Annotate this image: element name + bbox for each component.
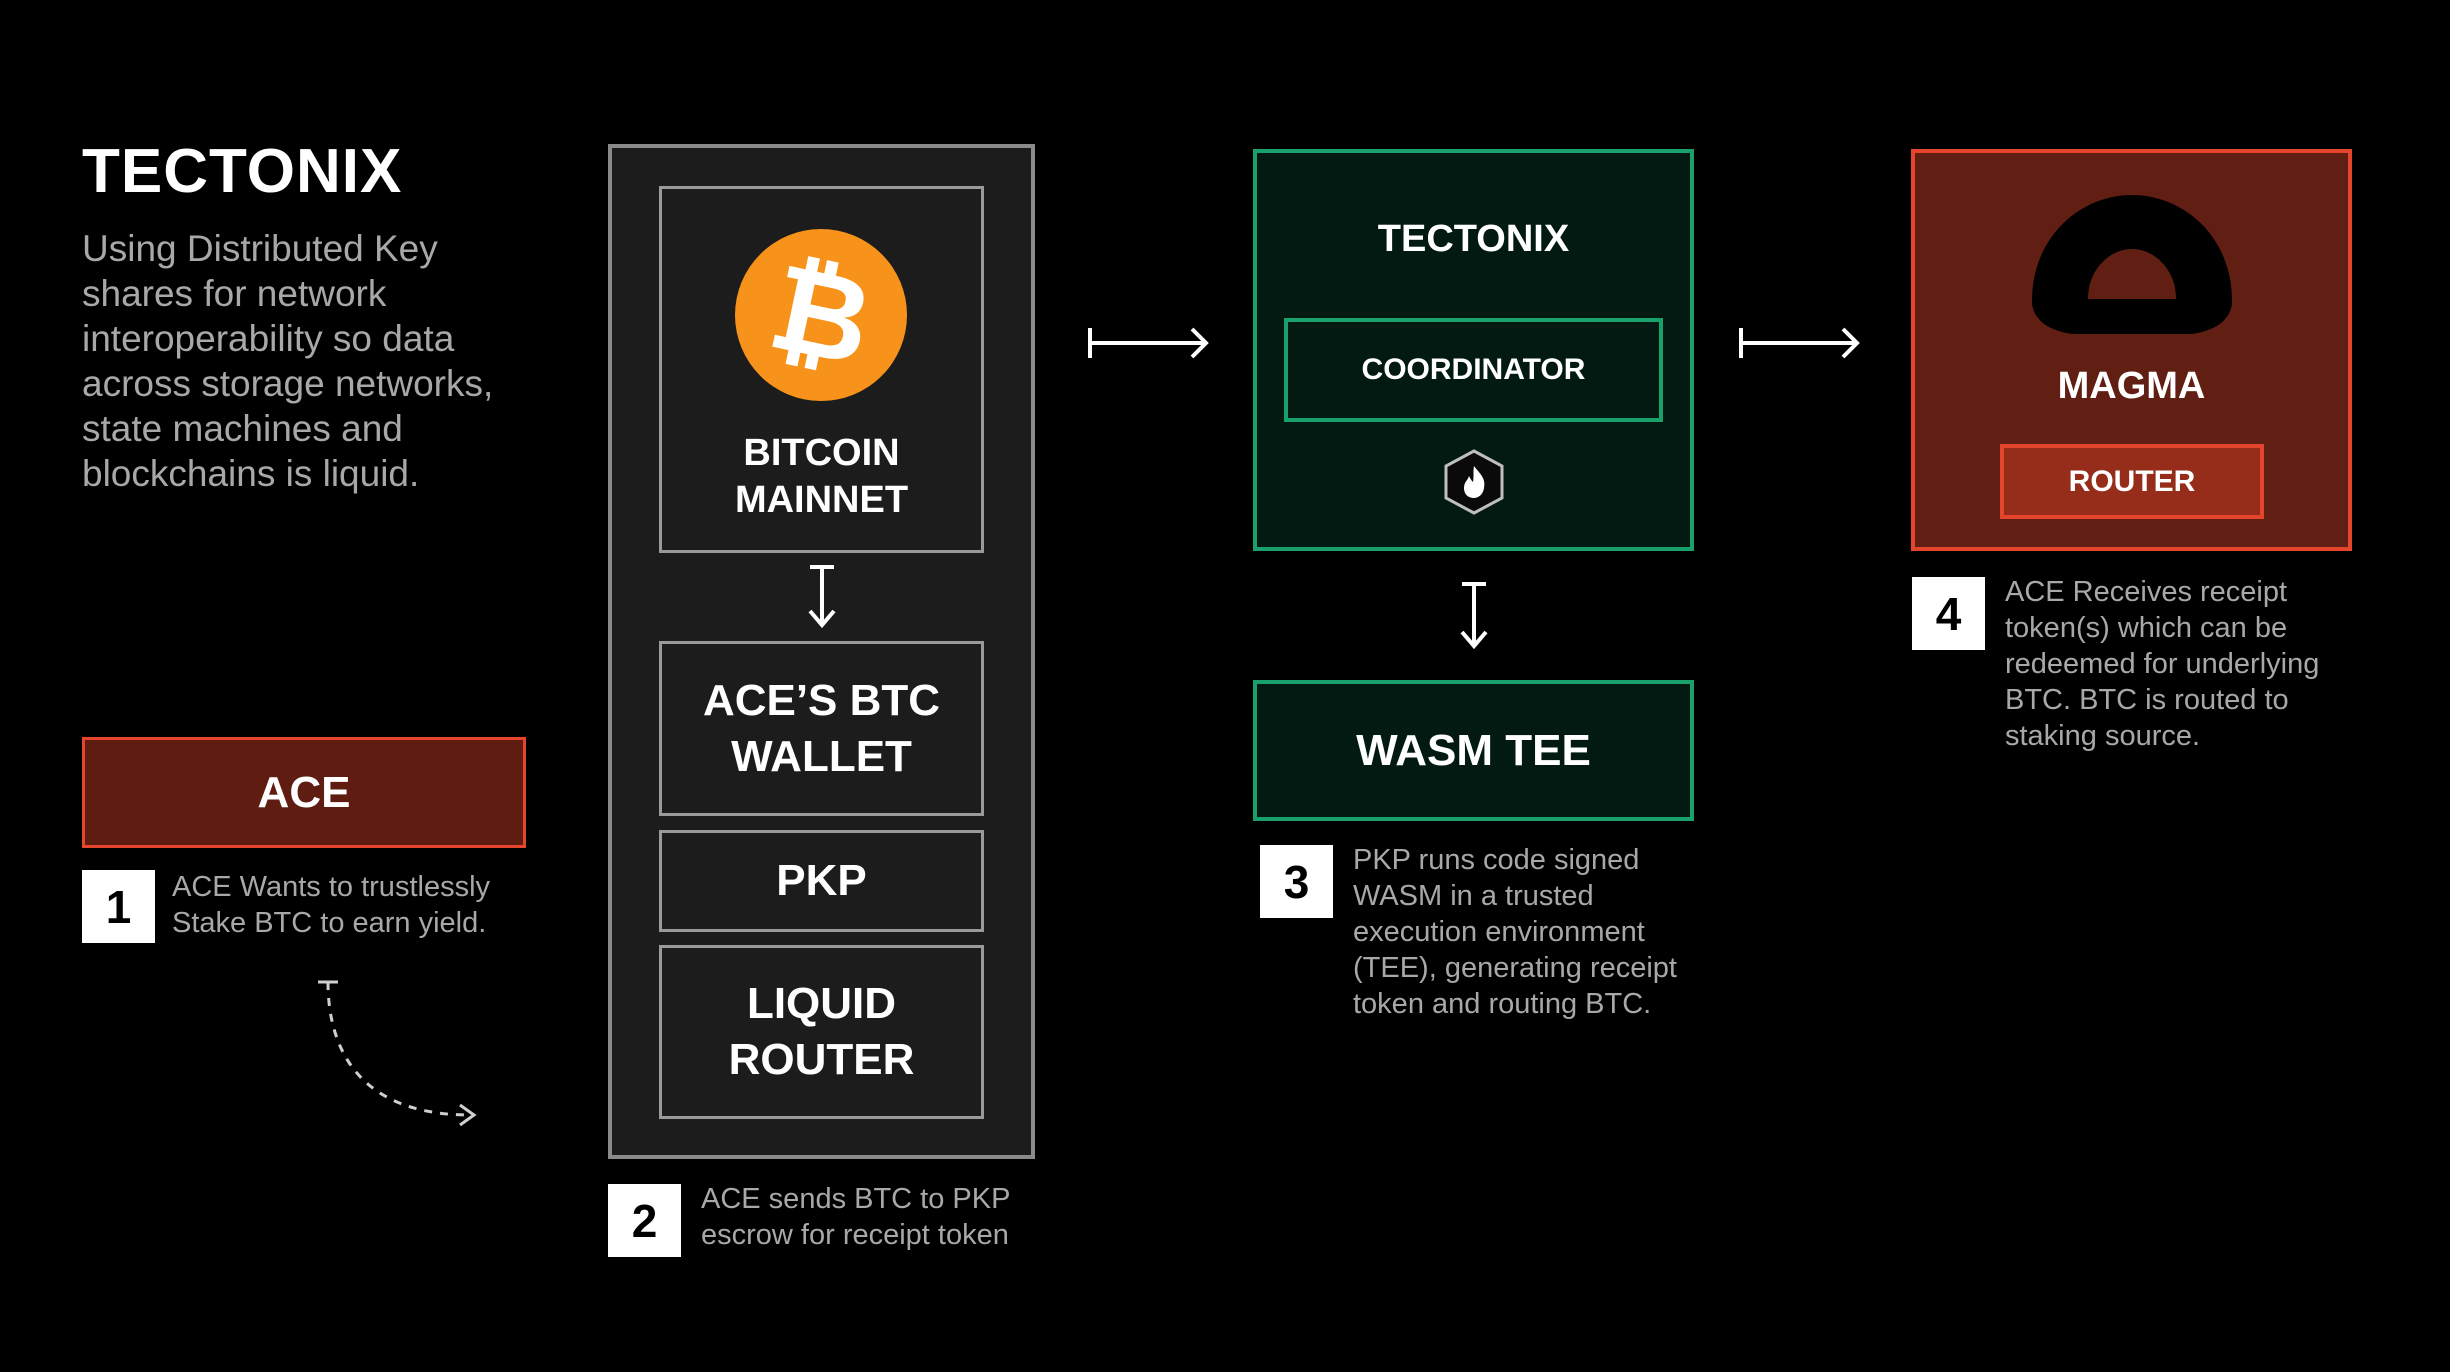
liquid-router-line1: LIQUID [746,979,897,1028]
liquid-router-line2: ROUTER [728,1035,915,1084]
right-arrow-icon [1088,327,1209,359]
bitcoin-symbol: ₿ [759,239,883,391]
page-title: TECTONIX [82,137,403,206]
wasm-tee-box: WASM TEE [1253,680,1694,821]
pkp-label: PKP [776,856,867,905]
magma-router-box: ROUTER [2000,444,2264,519]
magma-label: MAGMA [2057,365,2206,407]
pkp-box: PKP [659,830,984,932]
ace-label: ACE [257,767,351,817]
dome-icon [2032,195,2232,334]
coordinator-label: COORDINATOR [1361,353,1586,386]
dashed-curve-arrow-icon [318,980,477,1127]
bitcoin-mainnet-label-line1: BITCOIN [743,432,900,474]
step-1-text: ACE Wants to trustlessly Stake BTC to ea… [172,871,491,939]
coordinator-box: COORDINATOR [1284,318,1663,422]
bitcoin-mainnet-label: BITCOIN MAINNET [659,430,984,524]
step-4-text: ACE Receives receipt token(s) which can … [2005,576,2320,752]
bitcoin-icon: ₿ [735,229,907,401]
ace-node: ACE [82,737,526,848]
step-2-text: ACE sends BTC to PKP escrow for receipt … [701,1183,1010,1251]
step-4-badge: 4 [1912,577,1985,650]
step-1-badge: 1 [82,870,155,943]
bitcoin-mainnet-label-line2: MAINNET [734,479,909,521]
magma-router-label: ROUTER [2068,464,2196,498]
step-3-badge: 3 [1260,845,1333,918]
down-arrow-icon [1460,582,1488,650]
tectonix-label: TECTONIX [1377,218,1570,260]
wallet-label-line2: WALLET [731,731,912,781]
right-arrow-icon [1739,327,1860,359]
liquid-router-box: LIQUID ROUTER [659,945,984,1119]
wallet-label-line1: ACE’S BTC [702,675,941,725]
wasm-tee-label: WASM TEE [1356,725,1591,775]
down-arrow-icon [808,565,836,629]
ace-btc-wallet-box: ACE’S BTC WALLET [659,641,984,816]
intro-description: Using Distributed Key shares for network… [82,228,494,494]
step-2-badge: 2 [608,1184,681,1257]
step-3-text: PKP runs code signed WASM in a trusted e… [1353,844,1677,1020]
flame-hexagon-icon [1444,449,1504,515]
